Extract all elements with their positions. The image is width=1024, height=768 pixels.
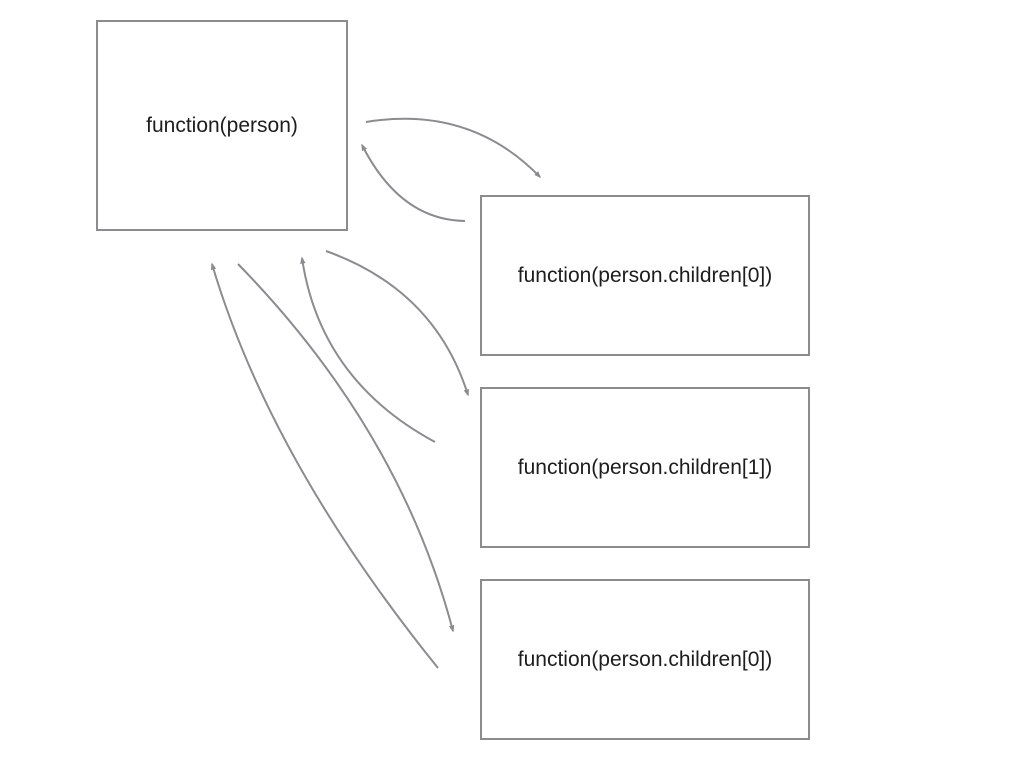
call-arrow-root-to-child-1 <box>325 250 469 397</box>
return-arrow-child-0-to-root <box>361 143 466 222</box>
child-1-function-label: function(person.children[1]) <box>517 455 773 479</box>
root-function-box: function(person) <box>96 20 348 231</box>
child-1-function-box: function(person.children[1]) <box>480 387 810 548</box>
child-0-function-label: function(person.children[0]) <box>517 263 773 287</box>
child-2-function-box: function(person.children[0]) <box>480 579 810 740</box>
root-function-label: function(person) <box>146 113 298 137</box>
child-2-function-label: function(person.children[0]) <box>517 647 773 671</box>
return-arrow-child-1-to-root <box>300 256 436 443</box>
call-arrow-root-to-child-0 <box>365 117 541 179</box>
return-arrow-child-2-to-root <box>210 262 439 669</box>
call-arrow-root-to-child-2 <box>237 263 455 633</box>
child-0-function-box: function(person.children[0]) <box>480 195 810 356</box>
